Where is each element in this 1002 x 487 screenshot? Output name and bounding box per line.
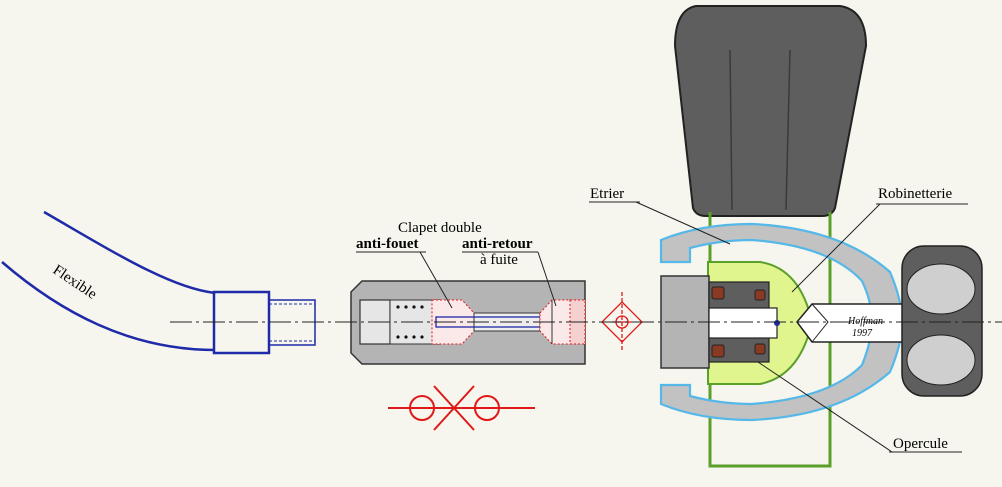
label-valve: Robinetterie <box>878 186 952 202</box>
label-anti-whip: anti-fouet <box>356 236 419 252</box>
leader-lines <box>356 201 968 453</box>
check-valve-symbol <box>388 385 535 431</box>
hose-upper-edge <box>43 210 216 295</box>
oring-top <box>711 286 725 300</box>
oring-bottom <box>711 344 725 358</box>
valve-knob <box>673 5 868 217</box>
signature-year: 1997 <box>852 328 873 339</box>
hose-label: Flexible <box>50 262 100 303</box>
label-anti-return: anti-retour <box>462 236 533 252</box>
label-double-valve: Clapet double <box>398 220 482 236</box>
valve-orifice <box>774 320 780 326</box>
label-yoke: Etrier <box>590 186 624 202</box>
label-opening: Opercule <box>893 436 948 452</box>
valve-filter <box>708 307 778 339</box>
hose <box>1 210 316 355</box>
yoke-clamp <box>659 222 904 422</box>
label-leak: à fuite <box>480 252 518 268</box>
hose-lower-edge <box>1 261 216 352</box>
